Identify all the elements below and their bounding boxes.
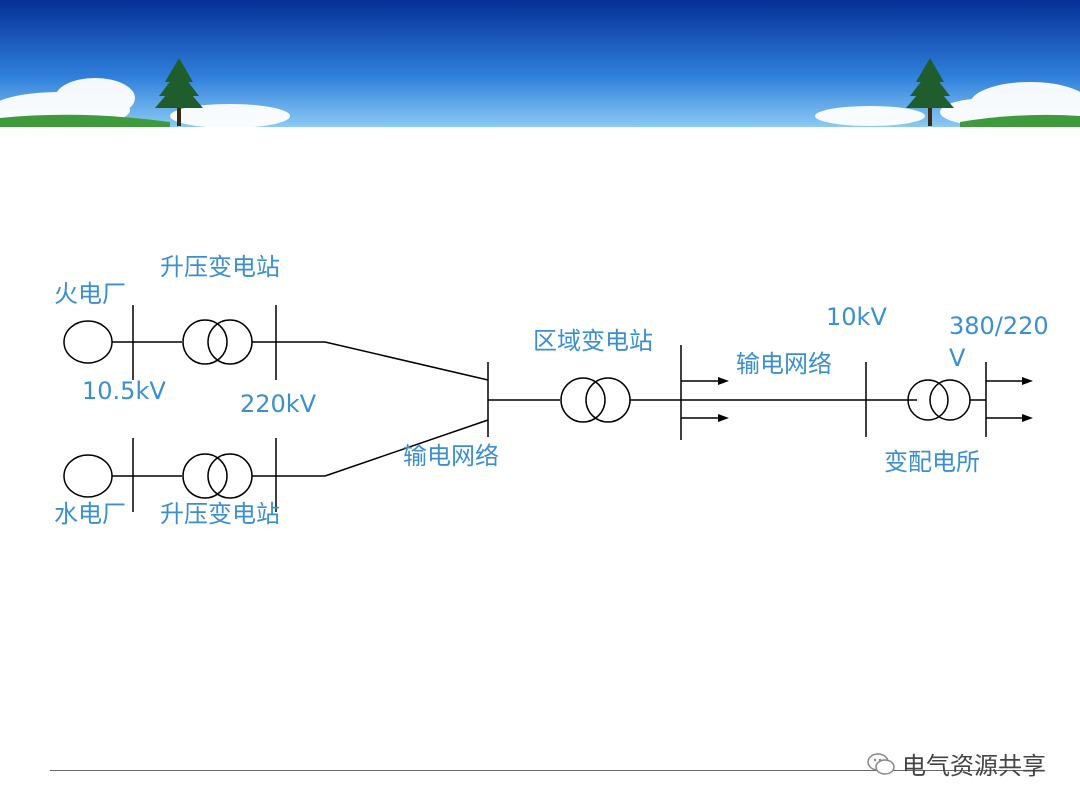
footer-divider: [50, 770, 1035, 771]
step-up-bottom-label: 升压变电站: [160, 500, 280, 528]
trans-voltage-label: 220kV: [240, 390, 317, 418]
arrow-right-icon: [718, 377, 729, 385]
transformer-icon: [585, 377, 631, 423]
arrow-right-icon: [1022, 377, 1033, 385]
transmission-net-label-1: 输电网络: [403, 442, 499, 470]
distribution-substation-label: 变配电所: [884, 448, 980, 476]
dist-voltage-label: 10kV: [826, 303, 887, 331]
transformer-icon: [182, 319, 228, 365]
header-banner: [0, 0, 1080, 127]
transformer-icon: [207, 453, 253, 499]
regional-substation-label: 区域变电站: [533, 327, 653, 355]
watermark: 电气资源共享: [866, 746, 1046, 781]
transmission-line-top: [324, 341, 489, 381]
hydro-generator-icon: [63, 454, 113, 498]
transformer-icon: [907, 379, 949, 421]
arrow-right-icon: [718, 414, 729, 422]
gen-voltage-label: 10.5kV: [82, 377, 166, 405]
grass-right: [960, 114, 1080, 127]
arrow-right-icon: [1022, 414, 1033, 422]
tree-right-icon: [906, 58, 954, 126]
thermal-generator-icon: [63, 320, 113, 364]
tree-left-icon: [155, 58, 203, 126]
low-voltage-label-line2: V: [949, 344, 966, 372]
grass-left: [0, 114, 170, 127]
transformer-icon: [929, 379, 971, 421]
hydro-plant-label: 水电厂: [54, 500, 126, 528]
transformer-icon: [182, 453, 228, 499]
transmission-net-label-2: 输电网络: [736, 350, 832, 378]
transformer-icon: [207, 319, 253, 365]
transformer-icon: [560, 377, 606, 423]
transmission-line-bottom: [324, 419, 489, 477]
watermark-text: 电气资源共享: [902, 752, 1046, 780]
step-up-top-label: 升压变电站: [160, 253, 280, 281]
wechat-icon: [867, 752, 895, 775]
thermal-plant-label: 火电厂: [54, 280, 126, 308]
low-voltage-label-line1: 380/220: [949, 312, 1049, 340]
